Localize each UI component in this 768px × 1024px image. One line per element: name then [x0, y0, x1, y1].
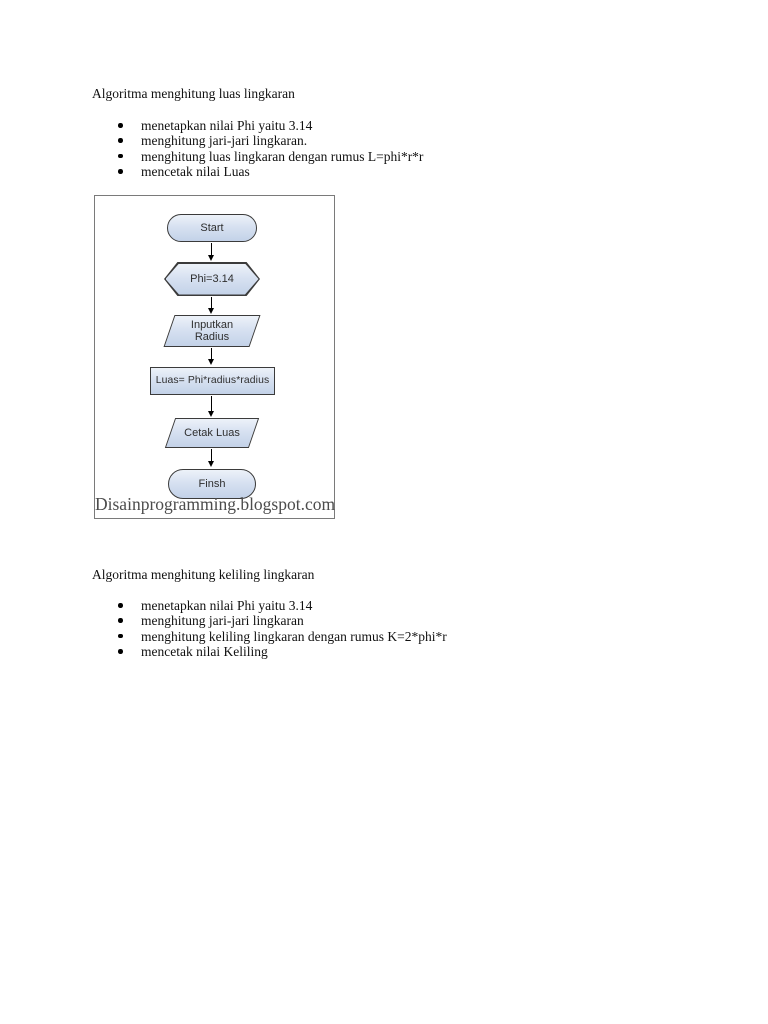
- list-item-text: menghitung jari-jari lingkaran.: [141, 133, 308, 149]
- list-item-text: menghitung jari-jari lingkaran: [141, 613, 304, 629]
- flow-node-label: Phi=3.14: [190, 272, 234, 285]
- list-item: menghitung keliling lingkaran dengan rum…: [94, 629, 447, 644]
- list-item-text: menghitung luas lingkaran dengan rumus L…: [141, 148, 424, 164]
- list-item-text: mencetak nilai Luas: [141, 163, 250, 179]
- flow-node-process-luas: Luas= Phi*radius*radius: [150, 367, 275, 395]
- flow-node-input-radius: Inputkan Radius: [169, 315, 255, 347]
- list-item-text: mencetak nilai Keliling: [141, 643, 268, 659]
- list-item: menetapkan nilai Phi yaitu 3.14: [94, 118, 423, 133]
- flow-arrow-icon: [207, 348, 215, 365]
- flow-node-label: Cetak Luas: [184, 426, 240, 439]
- bullet-icon: [118, 603, 123, 608]
- bullet-icon: [118, 123, 123, 128]
- bullet-list-keliling: menetapkan nilai Phi yaitu 3.14 menghitu…: [94, 598, 447, 659]
- list-item: mencetak nilai Luas: [94, 164, 423, 179]
- list-item: menghitung jari-jari lingkaran: [94, 613, 447, 628]
- bullet-icon: [118, 153, 123, 159]
- bullet-icon: [118, 633, 123, 639]
- list-item: menghitung jari-jari lingkaran.: [94, 133, 423, 148]
- flowchart-caption: Disainprogramming.blogspot.com: [95, 494, 336, 514]
- flow-node-label: Luas= Phi*radius*radius: [155, 374, 270, 386]
- flow-arrow-icon: [207, 243, 215, 261]
- flow-node-label: Finsh: [198, 477, 226, 490]
- list-item: menetapkan nilai Phi yaitu 3.14: [94, 598, 447, 613]
- bullet-icon: [118, 169, 123, 174]
- flow-node-start: Start: [167, 214, 257, 242]
- bullet-list-luas: menetapkan nilai Phi yaitu 3.14 menghitu…: [94, 118, 423, 179]
- bullet-icon: [118, 138, 123, 144]
- list-item-text: menetapkan nilai Phi yaitu 3.14: [141, 118, 313, 133]
- flow-node-label: Inputkan Radius: [190, 318, 234, 344]
- section-title-luas: Algoritma menghitung luas lingkaran: [92, 86, 295, 101]
- flow-node-finish: Finsh: [168, 469, 256, 499]
- bullet-icon: [118, 649, 123, 654]
- bullet-icon: [118, 618, 123, 624]
- flow-node-preparation-phi: Phi=3.14: [164, 262, 260, 296]
- flow-arrow-icon: [207, 396, 215, 417]
- list-item: menghitung luas lingkaran dengan rumus L…: [94, 149, 423, 164]
- flow-arrow-icon: [207, 449, 215, 467]
- list-item-text: menetapkan nilai Phi yaitu 3.14: [141, 598, 313, 613]
- list-item: mencetak nilai Keliling: [94, 644, 447, 659]
- flowchart-figure: Start Phi=3.14 Inputkan Radius Luas= Phi…: [94, 195, 335, 519]
- section-title-keliling: Algoritma menghitung keliling lingkaran: [92, 567, 315, 582]
- flow-node-cetak-luas: Cetak Luas: [170, 418, 254, 448]
- flow-node-label: Start: [200, 221, 224, 234]
- flow-arrow-icon: [207, 297, 215, 314]
- list-item-text: menghitung keliling lingkaran dengan rum…: [141, 628, 447, 644]
